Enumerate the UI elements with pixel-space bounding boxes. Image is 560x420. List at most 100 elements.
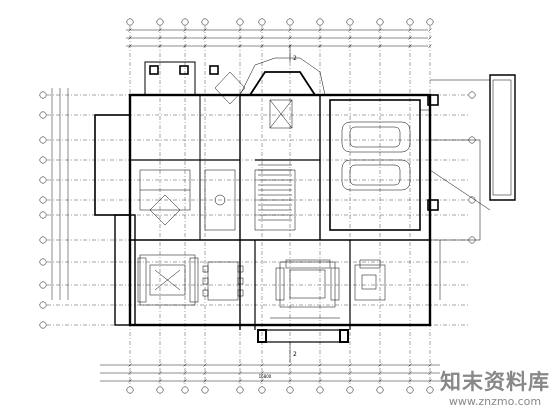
dimension-tick: [158, 36, 162, 40]
dimension-tick: [318, 371, 322, 375]
dimension-tick: [158, 379, 162, 383]
svg-text:2: 2: [293, 351, 297, 358]
dimension-tick: [428, 371, 432, 375]
grid-bubble: [376, 18, 384, 26]
grid-bubble: [201, 18, 209, 26]
dimension-tick: [428, 379, 432, 383]
dimension-tick: [318, 44, 322, 48]
dimension-tick: [158, 28, 162, 32]
grid-bubble: [346, 386, 354, 394]
dimension-tick: [238, 44, 242, 48]
dimension-tick: [318, 36, 322, 40]
overall-dimension-label: 16800: [259, 374, 272, 379]
dimension-tick: [378, 36, 382, 40]
dimension-tick: [428, 363, 432, 367]
dimension-tick: [158, 371, 162, 375]
dimension-tick: [238, 36, 242, 40]
grid-bubble: [468, 91, 476, 99]
dimension-tick: [128, 36, 132, 40]
dimension-tick: [260, 379, 264, 383]
grid-bubble: [39, 211, 47, 219]
dimension-tick: [260, 28, 264, 32]
dimension-tick: [348, 363, 352, 367]
top-dimension-lines: [126, 29, 428, 47]
dimension-tick: [260, 44, 264, 48]
dimension-tick: [378, 371, 382, 375]
grid-bubbles-top: [126, 18, 434, 26]
garage: [329, 94, 439, 231]
dimension-tick: [238, 379, 242, 383]
dimension-tick: [183, 379, 187, 383]
left-dimension-lines: [51, 88, 69, 300]
grid-bubble: [316, 386, 324, 394]
grid-bubble: [406, 18, 414, 26]
grid-bubble: [39, 281, 47, 289]
dimension-tick: [318, 379, 322, 383]
grid-bubble: [39, 136, 47, 144]
grid-bubble: [156, 18, 164, 26]
dimension-tick: [128, 28, 132, 32]
octagonal-bay: [239, 57, 326, 129]
dimension-tick: [183, 44, 187, 48]
dimension-tick: [378, 363, 382, 367]
dimension-tick: [128, 44, 132, 48]
dimension-tick: [348, 44, 352, 48]
dimension-tick: [348, 28, 352, 32]
grid-bubble: [39, 321, 47, 329]
dimension-tick: [128, 371, 132, 375]
dimension-tick: [288, 363, 292, 367]
right-wing: [429, 74, 516, 300]
grid-bubble: [126, 386, 134, 394]
dimension-tick: [348, 36, 352, 40]
grid-bubbles-right: [468, 91, 476, 244]
dimension-tick: [203, 36, 207, 40]
dimension-tick: [428, 44, 432, 48]
watermark: 知末资料库 www.znzmo.com: [440, 366, 550, 408]
svg-text:2: 2: [293, 55, 297, 62]
grid-bubbles-left: [39, 91, 47, 329]
grid-bubble: [236, 386, 244, 394]
dimension-tick: [408, 379, 412, 383]
dimension-tick: [348, 379, 352, 383]
grid-bubble: [126, 18, 134, 26]
central-staircase: [258, 164, 292, 221]
bottom-dimension-lines: [100, 364, 440, 382]
dimension-tick: [288, 379, 292, 383]
dimension-tick: [183, 371, 187, 375]
dimension-tick: [378, 44, 382, 48]
dimension-tick: [260, 371, 264, 375]
grid-bubble: [181, 386, 189, 394]
grid-bubble: [258, 18, 266, 26]
grid-bubble: [316, 18, 324, 26]
grid-bubble: [426, 18, 434, 26]
grid-bubble: [236, 18, 244, 26]
lounge-furniture: [275, 259, 340, 308]
dimension-tick: [128, 379, 132, 383]
dimension-tick: [408, 363, 412, 367]
grid-bubble: [286, 18, 294, 26]
grid-bubble: [406, 386, 414, 394]
bottom-porch: [257, 317, 349, 343]
living-room-furniture: [137, 254, 199, 306]
dimension-tick: [203, 28, 207, 32]
dimension-tick: [318, 28, 322, 32]
grid-bubble: [258, 386, 266, 394]
grid-bubble: [39, 156, 47, 164]
grid-bubble: [39, 196, 47, 204]
dimension-tick: [408, 44, 412, 48]
grid-bubble: [426, 386, 434, 394]
dimension-tick: [203, 379, 207, 383]
dimension-tick: [348, 371, 352, 375]
dimension-tick: [318, 363, 322, 367]
dimension-tick: [378, 379, 382, 383]
grid-bubble: [39, 91, 47, 99]
grid-bubbles-bottom: [126, 386, 434, 394]
dimension-tick: [158, 44, 162, 48]
dimension-tick: [183, 36, 187, 40]
dimension-tick: [183, 28, 187, 32]
dimension-tick: [238, 28, 242, 32]
dimension-tick: [203, 363, 207, 367]
grid-bubble: [39, 258, 47, 266]
grid-bubble: [39, 176, 47, 184]
